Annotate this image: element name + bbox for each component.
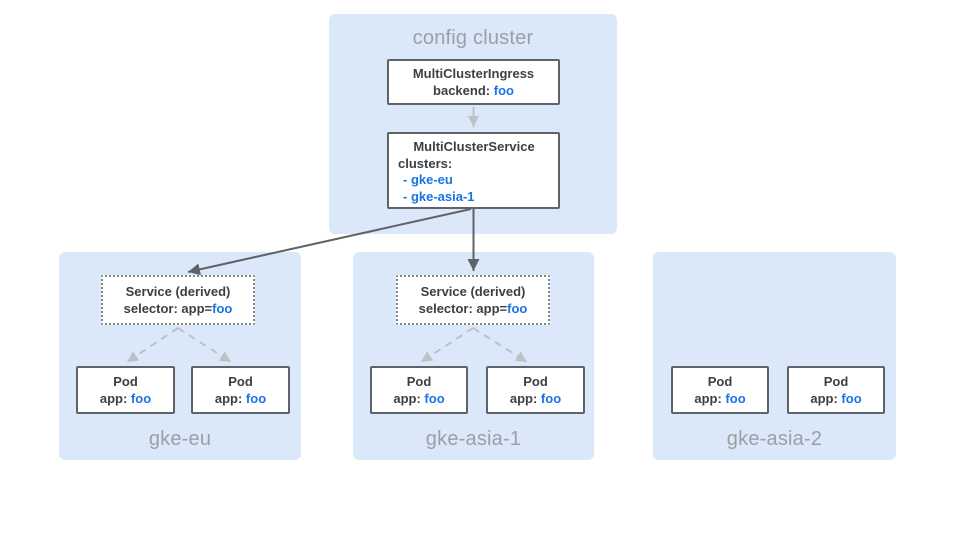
pod-app-line: app: foo (193, 390, 288, 407)
derived-service-node-gke-eu: Service (derived) selector: app=foo (101, 275, 255, 325)
cluster-item-gke-eu: - gke-eu (403, 172, 453, 187)
pod-node: Pod app: foo (486, 366, 585, 414)
multi-cluster-ingress-title: MultiClusterIngress (412, 66, 535, 81)
pod-title: Pod (406, 374, 432, 389)
cluster-item-gke-asia-1: - gke-asia-1 (403, 188, 475, 204)
multi-cluster-service-node: MultiClusterService clusters: - gke-eu -… (387, 132, 560, 209)
pod-title: Pod (228, 374, 253, 389)
config-cluster-label: config cluster (412, 27, 534, 49)
derived-service-node-gke-asia-1: Service (derived) selector: app=foo (396, 275, 550, 325)
pod-app-line: app: foo (372, 390, 466, 407)
pod-app-label: app: (694, 391, 722, 406)
pod-app-label: app: (509, 391, 538, 406)
pod-app-label: app: (214, 391, 243, 406)
derived-service-title: Service (derived) (420, 284, 526, 299)
multi-cluster-ingress-backend-line: backend: foo (389, 82, 558, 99)
config-cluster-panel: config cluster MultiClusterIngress backe… (329, 14, 617, 234)
multi-cluster-ingress-node: MultiClusterIngress backend: foo (387, 59, 560, 105)
pod-app-line: app: foo (488, 390, 583, 407)
backend-label: backend: (433, 83, 491, 98)
pod-app-value: foo (130, 391, 152, 406)
pod-node: Pod app: foo (76, 366, 175, 414)
selector-value: foo (212, 301, 233, 316)
cluster-panel-gke-asia-2: Pod app: foo Pod app: foo gke-asia-2 (653, 252, 896, 460)
cluster-panel-gke-asia-1: Service (derived) selector: app=foo Pod … (353, 252, 594, 460)
selector-label: selector: app= (123, 301, 213, 316)
selector-label: selector: app= (418, 301, 508, 316)
cluster-panel-gke-eu: Service (derived) selector: app=foo Pod … (59, 252, 301, 460)
multi-cluster-service-title: MultiClusterService (413, 139, 535, 154)
derived-service-selector-line: selector: app=foo (398, 300, 548, 317)
pod-app-value: foo (725, 391, 746, 406)
pod-node: Pod app: foo (671, 366, 769, 414)
cluster-label-gke-asia-1: gke-asia-1 (425, 428, 522, 450)
clusters-label: clusters: (398, 155, 453, 171)
pod-node: Pod app: foo (191, 366, 290, 414)
pod-title: Pod (113, 374, 138, 389)
pod-title: Pod (823, 374, 849, 389)
pod-app-line: app: foo (78, 390, 173, 407)
pod-app-value: foo (841, 391, 862, 406)
pod-app-line: app: foo (789, 390, 883, 407)
pod-app-label: app: (810, 391, 838, 406)
pod-app-value: foo (540, 391, 562, 406)
pod-app-label: app: (393, 391, 421, 406)
pod-app-value: foo (245, 391, 267, 406)
derived-service-selector-line: selector: app=foo (103, 300, 253, 317)
selector-value: foo (507, 301, 528, 316)
cluster-label-gke-asia-2: gke-asia-2 (726, 428, 823, 450)
pod-node: Pod app: foo (787, 366, 885, 414)
pod-title: Pod (523, 374, 548, 389)
cluster-label-gke-eu: gke-eu (148, 428, 212, 450)
backend-value: foo (493, 83, 514, 98)
pod-title: Pod (707, 374, 733, 389)
pod-node: Pod app: foo (370, 366, 468, 414)
pod-app-line: app: foo (673, 390, 767, 407)
pod-app-label: app: (99, 391, 128, 406)
derived-service-title: Service (derived) (125, 284, 231, 299)
pod-app-value: foo (424, 391, 445, 406)
